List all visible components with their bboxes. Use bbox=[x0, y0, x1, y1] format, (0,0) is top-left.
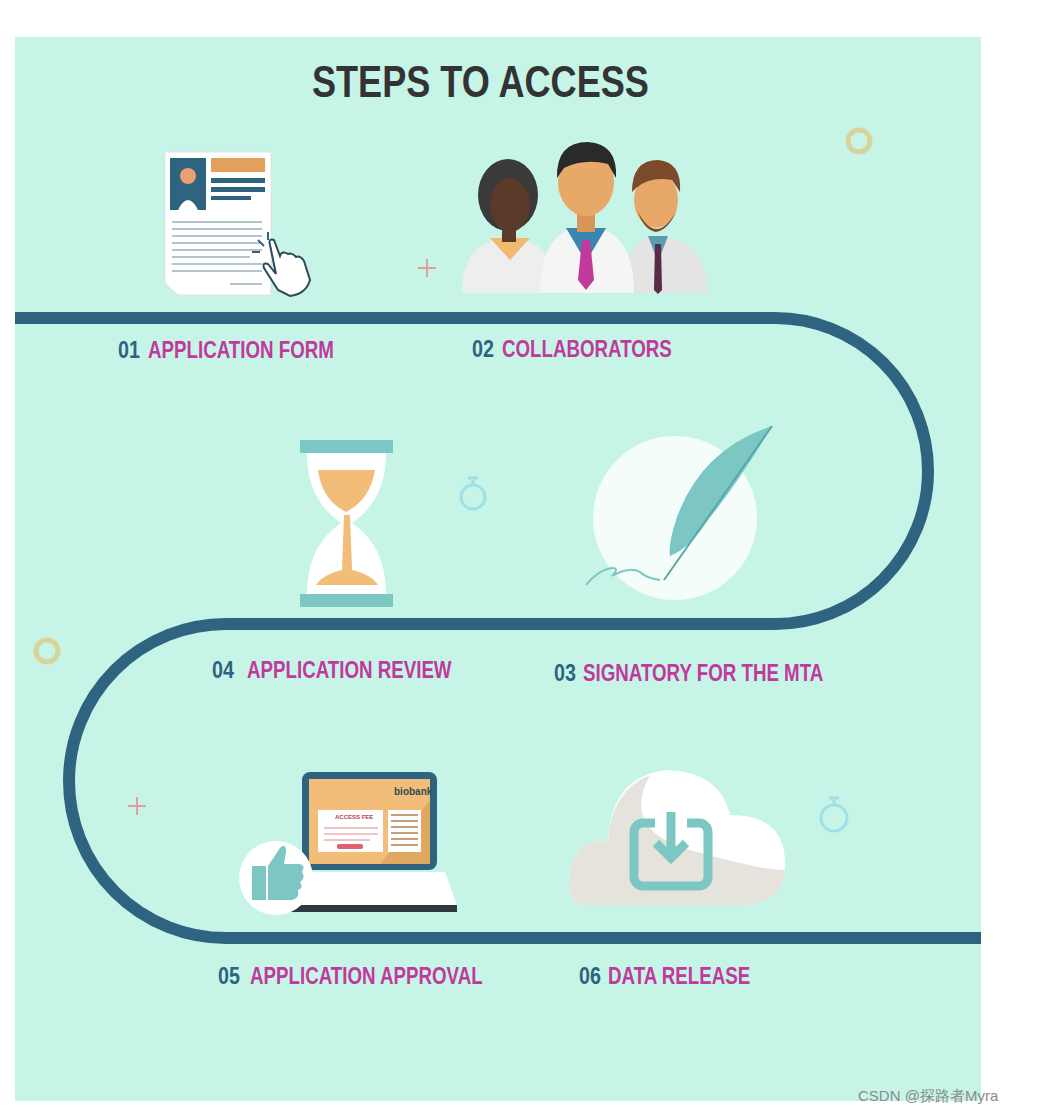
step-label: COLLABORATORS bbox=[502, 337, 672, 361]
cloud-icon bbox=[569, 770, 785, 905]
step-label: DATA RELEASE bbox=[608, 964, 750, 988]
brand-text: biobank bbox=[394, 787, 432, 797]
step-label: APPLICATION APPROVAL bbox=[250, 964, 483, 988]
laptop-icon bbox=[239, 772, 457, 915]
step-number: 02 bbox=[472, 337, 494, 361]
step-number: 01 bbox=[118, 338, 140, 362]
step-number: 06 bbox=[579, 964, 601, 988]
step-label: APPLICATION FORM bbox=[148, 338, 334, 362]
deco-ring bbox=[36, 640, 58, 662]
deco-ring bbox=[848, 130, 870, 152]
step-number: 05 bbox=[218, 964, 240, 988]
road bbox=[15, 318, 981, 938]
deco-plus bbox=[128, 259, 436, 815]
watermark: CSDN @探路者Myra bbox=[858, 1088, 998, 1103]
step-label: SIGNATORY FOR THE MTA bbox=[583, 661, 823, 685]
background-panel bbox=[15, 37, 981, 1101]
hourglass-icon bbox=[300, 440, 393, 607]
step-number: 04 bbox=[212, 658, 234, 682]
step-label: APPLICATION REVIEW bbox=[247, 658, 452, 682]
form-icon bbox=[165, 152, 310, 296]
collaborators-icon bbox=[462, 142, 708, 294]
screen-text: ACCESS FEE bbox=[335, 814, 373, 820]
signature-icon bbox=[586, 426, 772, 600]
step-number: 03 bbox=[554, 661, 576, 685]
diagram-title: STEPS TO ACCESS bbox=[312, 60, 649, 104]
